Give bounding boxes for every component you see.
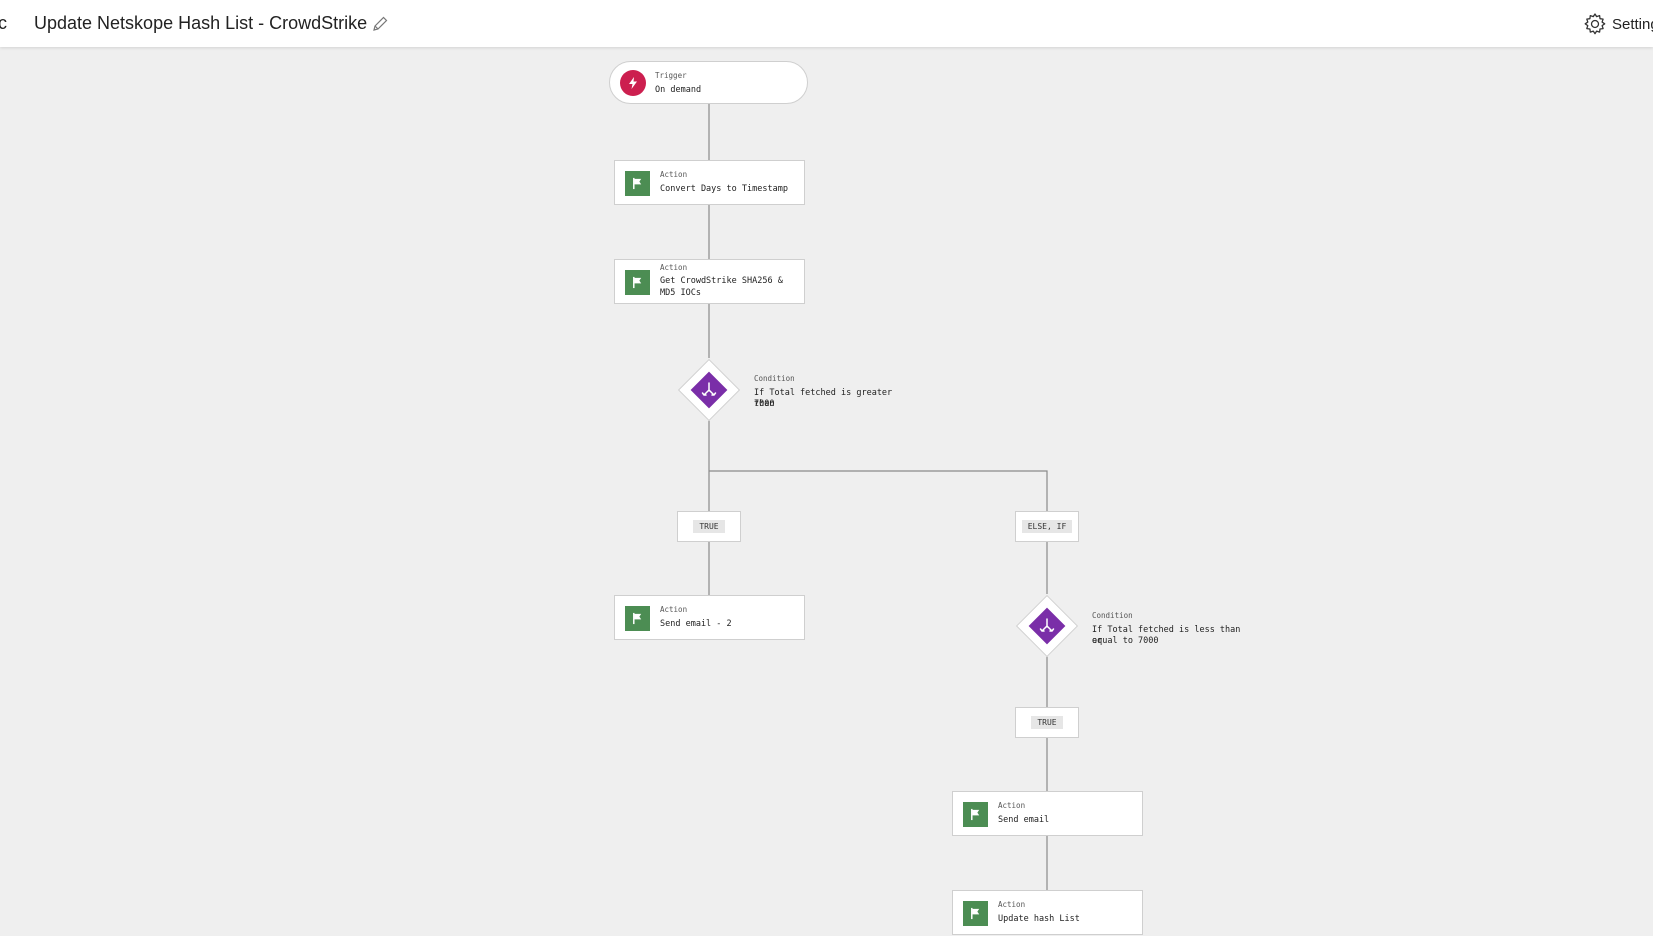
branch-icon xyxy=(1039,618,1055,632)
action-label: Update hash List xyxy=(998,914,1080,924)
trigger-node[interactable]: Trigger On demand xyxy=(609,61,808,104)
flag-icon xyxy=(625,606,650,631)
flag-icon xyxy=(625,270,650,295)
condition-node-less-equal[interactable] xyxy=(1015,594,1079,658)
action-kind: Action xyxy=(998,801,1026,810)
branch-label: ELSE, IF xyxy=(1021,520,1073,533)
condition-label-line2: 7000 xyxy=(754,399,775,409)
flag-icon xyxy=(963,802,988,827)
pencil-icon[interactable] xyxy=(371,15,389,33)
flag-icon xyxy=(625,171,650,196)
workflow-title: Update Netskope Hash List - CrowdStrike xyxy=(34,13,368,33)
branch-label: TRUE xyxy=(693,520,725,533)
action-kind: Action xyxy=(998,900,1026,909)
branch-label: TRUE xyxy=(1031,716,1063,729)
branch-else-if[interactable]: ELSE, IF xyxy=(1015,511,1079,542)
gear-icon xyxy=(1584,13,1606,35)
condition-label-line1: If Total fetched is less than or xyxy=(1092,625,1241,646)
branch-icon xyxy=(701,382,717,396)
top-bar: c Update Netskope Hash List - CrowdStrik… xyxy=(0,0,1653,47)
settings-button[interactable]: Settings xyxy=(1583,12,1653,36)
condition-kind: Condition xyxy=(754,374,795,383)
condition-label-line2: equal to 7000 xyxy=(1092,636,1159,646)
action-label: Send email - 2 xyxy=(660,619,732,629)
trigger-label: On demand xyxy=(655,85,702,95)
action-kind: Action xyxy=(660,170,688,179)
action-label-line2: MD5 IOCs xyxy=(660,288,701,298)
settings-label: Settings xyxy=(1612,15,1653,33)
lightning-bolt-icon xyxy=(620,70,646,96)
action-kind: Action xyxy=(660,263,688,272)
back-link-fragment[interactable]: c xyxy=(0,13,7,33)
branch-true-right[interactable]: TRUE xyxy=(1015,707,1079,738)
action-node-send-email-2[interactable]: Action Send email - 2 xyxy=(614,595,805,640)
branch-true-left[interactable]: TRUE xyxy=(677,511,741,542)
trigger-kind: Trigger xyxy=(655,71,687,80)
condition-label-line1: If Total fetched is greater than xyxy=(754,388,893,409)
action-label: Send email xyxy=(998,815,1050,825)
condition-node-greater[interactable] xyxy=(677,358,741,422)
action-node-update-hash-list[interactable]: Action Update hash List xyxy=(952,890,1143,935)
flag-icon xyxy=(963,901,988,926)
action-kind: Action xyxy=(660,605,688,614)
action-label: Convert Days to Timestamp xyxy=(660,184,788,194)
action-label-line1: Get CrowdStrike SHA256 & xyxy=(660,276,783,286)
action-node-get-iocs[interactable]: Action Get CrowdStrike SHA256 & MD5 IOCs xyxy=(614,259,805,304)
condition-kind: Condition xyxy=(1092,611,1133,620)
action-node-send-email[interactable]: Action Send email xyxy=(952,791,1143,836)
action-node-convert-days[interactable]: Action Convert Days to Timestamp xyxy=(614,160,805,205)
